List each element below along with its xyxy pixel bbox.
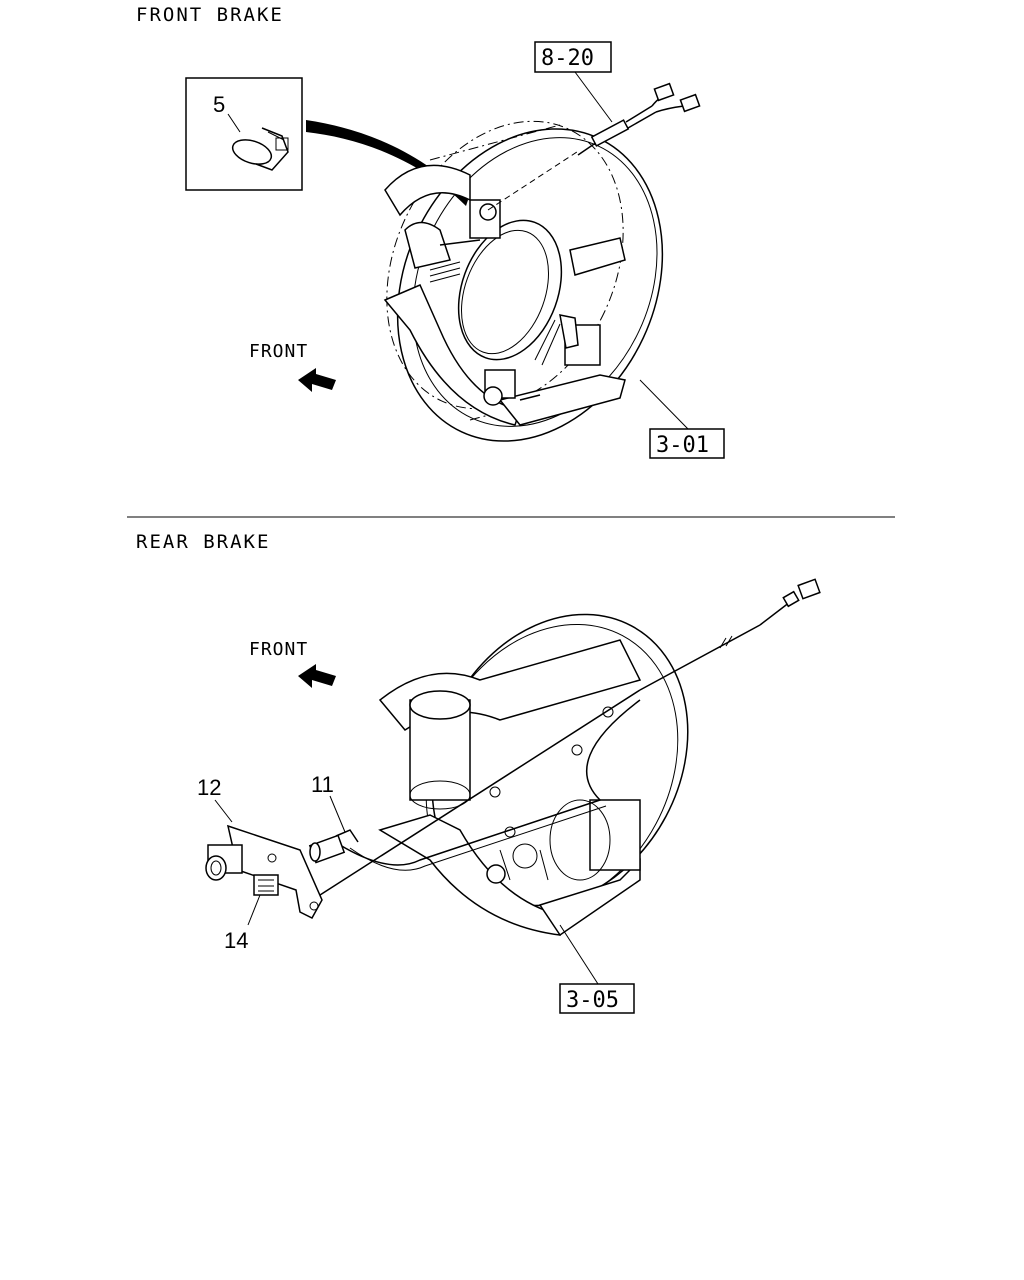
part-14-label: 14 xyxy=(224,928,248,953)
leader-8-20 xyxy=(574,71,613,123)
connector-a-icon xyxy=(653,82,675,102)
front-direction-label-2: FRONT xyxy=(249,639,308,660)
part-12-label: 12 xyxy=(197,775,221,800)
ref-3-01-label: 3-01 xyxy=(656,433,709,458)
front-sensor-wire xyxy=(487,82,701,211)
bulb-part-icon xyxy=(231,139,273,165)
front-arrow-icon-2 xyxy=(298,664,336,688)
rear-sensor-wire xyxy=(319,578,821,896)
rear-brake-heading: REAR BRAKE xyxy=(136,531,270,553)
rear-brake-assembly xyxy=(378,613,689,937)
ref-8-20-label: 8-20 xyxy=(541,46,594,71)
part-12-bracket[interactable]: 12 xyxy=(197,775,323,919)
leader-3-05 xyxy=(559,924,599,985)
part-14-connector[interactable]: 14 xyxy=(224,874,279,953)
connector-b-icon xyxy=(679,93,701,113)
ref-3-05-label: 3-05 xyxy=(566,988,619,1013)
leader-3-01 xyxy=(639,379,689,430)
inset-pointer-arrow xyxy=(306,120,468,206)
ref-box-3-01[interactable]: 3-01 xyxy=(649,428,725,459)
front-brake-heading: FRONT BRAKE xyxy=(136,4,284,26)
part-5-label: 5 xyxy=(213,92,225,117)
front-brake-assembly xyxy=(383,120,664,442)
inset-part-5[interactable]: 5 xyxy=(185,77,303,191)
ref-box-8-20[interactable]: 8-20 xyxy=(534,41,612,73)
part-11-label: 11 xyxy=(311,772,334,797)
front-arrow-icon-1 xyxy=(298,368,336,392)
front-direction-label-1: FRONT xyxy=(249,341,308,362)
rear-connector-icon xyxy=(797,578,821,600)
ref-box-3-05[interactable]: 3-05 xyxy=(559,983,635,1014)
part-11-sensor[interactable]: 11 xyxy=(308,772,359,864)
